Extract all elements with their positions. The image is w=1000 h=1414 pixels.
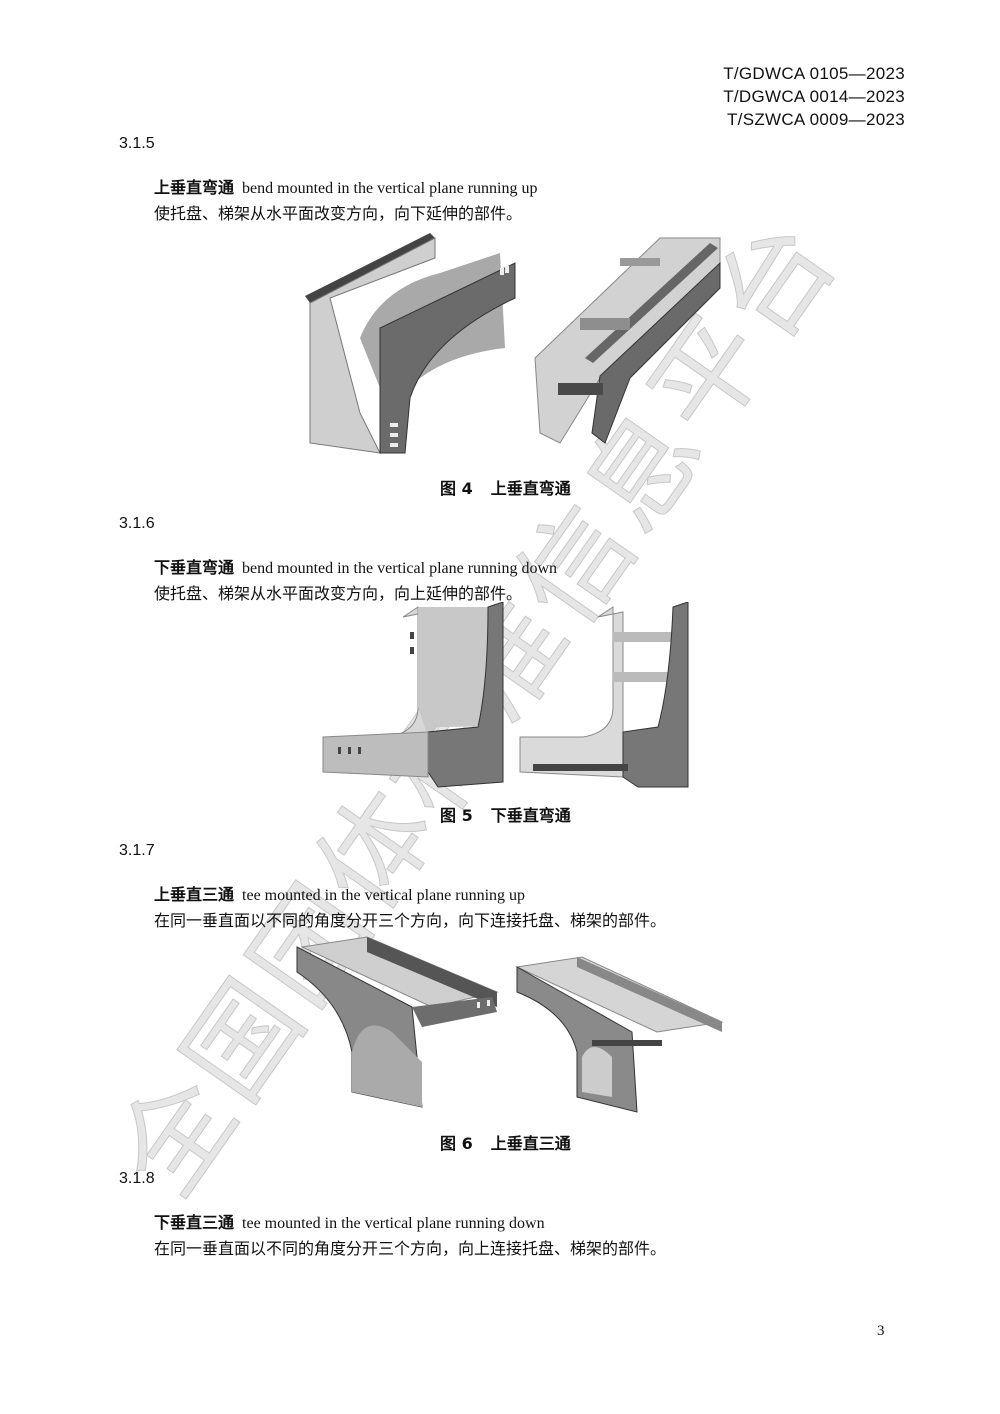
- term-zh: 下垂直弯通: [154, 558, 235, 577]
- term-definition: 在同一垂直面以不同的角度分开三个方向，向下连接托盘、梯架的部件。: [154, 911, 667, 930]
- term-en: bend mounted in the vertical plane runni…: [242, 560, 558, 577]
- term-definition: 使托盘、梯架从水平面改变方向，向下延伸的部件。: [154, 204, 523, 223]
- figure-title: 下垂直弯通: [490, 806, 571, 825]
- page-number: 3: [877, 1323, 885, 1339]
- section-number: 3.1.6: [119, 515, 155, 532]
- term-zh: 下垂直三通: [154, 1213, 235, 1232]
- term-heading: 下垂直弯通 bend mounted in the vertical plane …: [154, 554, 557, 578]
- figure-caption: 图 5 下垂直弯通: [440, 802, 589, 826]
- term-heading: 上垂直弯通 bend mounted in the vertical plane …: [154, 174, 538, 198]
- figure-label: 图 6: [440, 1134, 473, 1153]
- term-zh: 上垂直三通: [154, 885, 235, 904]
- figure-4-image: [305, 233, 721, 454]
- standard-number-2: T/DGWCA 0014—2023: [723, 87, 905, 106]
- term-definition: 使托盘、梯架从水平面改变方向，向上延伸的部件。: [154, 584, 523, 603]
- section-number: 3.1.7: [119, 842, 155, 859]
- term-definition: 在同一垂直面以不同的角度分开三个方向，向上连接托盘、梯架的部件。: [154, 1239, 667, 1258]
- figure-5-image: [322, 602, 689, 788]
- figure-label: 图 5: [440, 806, 473, 825]
- term-zh: 上垂直弯通: [154, 178, 235, 197]
- term-en: tee mounted in the vertical plane runnin…: [242, 1215, 545, 1232]
- term-en: bend mounted in the vertical plane runni…: [242, 180, 538, 197]
- standard-number-3: T/SZWCA 0009—2023: [726, 110, 905, 129]
- term-en: tee mounted in the vertical plane runnin…: [242, 887, 526, 904]
- figure-6-image: [296, 936, 724, 1113]
- term-heading: 下垂直三通 tee mounted in the vertical plane r…: [154, 1209, 545, 1233]
- figure-caption: 图 6 上垂直三通: [440, 1130, 589, 1154]
- term-heading: 上垂直三通 tee mounted in the vertical plane r…: [154, 881, 525, 905]
- figure-title: 上垂直弯通: [490, 479, 571, 498]
- section-number: 3.1.8: [119, 1170, 155, 1187]
- section-number: 3.1.5: [119, 135, 155, 152]
- figure-title: 上垂直三通: [490, 1134, 571, 1153]
- figure-caption: 图 4 上垂直弯通: [440, 475, 589, 499]
- standard-number-1: T/GDWCA 0105—2023: [723, 64, 905, 83]
- figure-label: 图 4: [440, 479, 473, 498]
